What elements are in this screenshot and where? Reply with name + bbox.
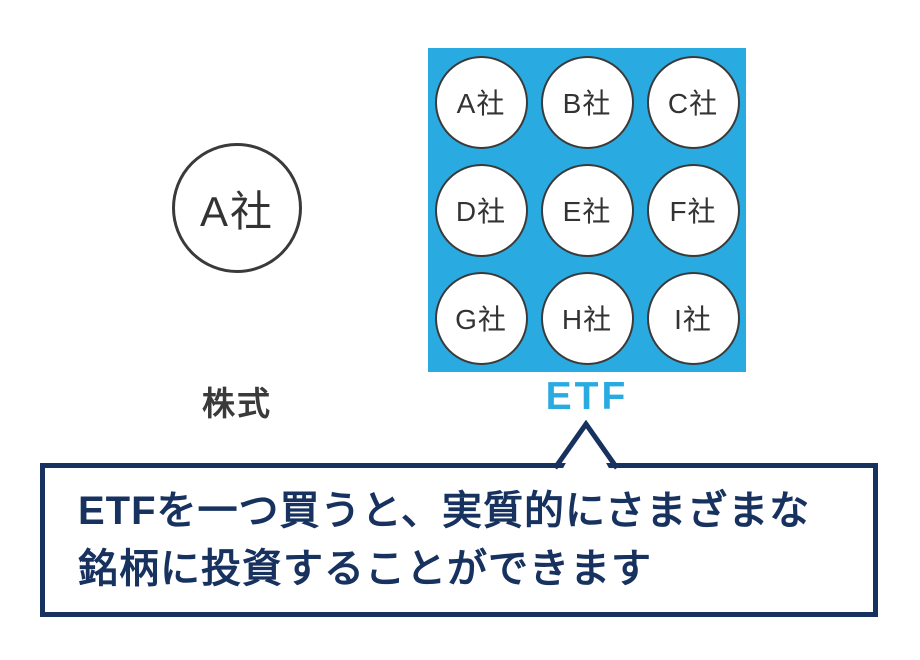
etf-company-circle: D社 bbox=[434, 163, 528, 257]
callout-line1: ETFを一つ買うと、実質的にさまざまな bbox=[78, 489, 811, 533]
etf-company-circle: G社 bbox=[434, 271, 528, 365]
etf-company-circle: I社 bbox=[646, 271, 740, 365]
stock-circle-label: A社 bbox=[199, 187, 274, 235]
stock-caption: 株式 bbox=[202, 385, 272, 422]
stock-circle: A社 bbox=[172, 143, 302, 273]
callout-line2: 銘柄に投資することができます bbox=[78, 547, 652, 591]
etf-company-circle: C社 bbox=[646, 55, 740, 149]
callout-box: ETFを一つ買うと、実質的にさまざまな 銘柄に投資することができます bbox=[40, 463, 878, 617]
etf-company-label: E社 bbox=[562, 196, 612, 227]
etf-company-label: G社 bbox=[455, 304, 507, 335]
etf-company-label: H社 bbox=[561, 304, 613, 335]
etf-company-circle: H社 bbox=[540, 271, 634, 365]
etf-company-circle: E社 bbox=[540, 163, 634, 257]
etf-company-label: B社 bbox=[562, 88, 612, 119]
etf-company-label: F社 bbox=[669, 196, 717, 227]
etf-company-label: D社 bbox=[455, 196, 507, 227]
etf-company-circle: A社 bbox=[434, 55, 528, 149]
etf-company-label: I社 bbox=[674, 304, 712, 335]
etf-company-circle: B社 bbox=[540, 55, 634, 149]
etf-company-circle: F社 bbox=[646, 163, 740, 257]
etf-company-label: C社 bbox=[667, 88, 719, 119]
etf-basket-square: A社 B社 C社 D社 E社 F社 G社 H社 I社 bbox=[428, 48, 746, 372]
etf-company-label: A社 bbox=[456, 88, 506, 119]
etf-caption: ETF bbox=[545, 375, 629, 418]
callout-pointer-triangle bbox=[554, 420, 618, 470]
